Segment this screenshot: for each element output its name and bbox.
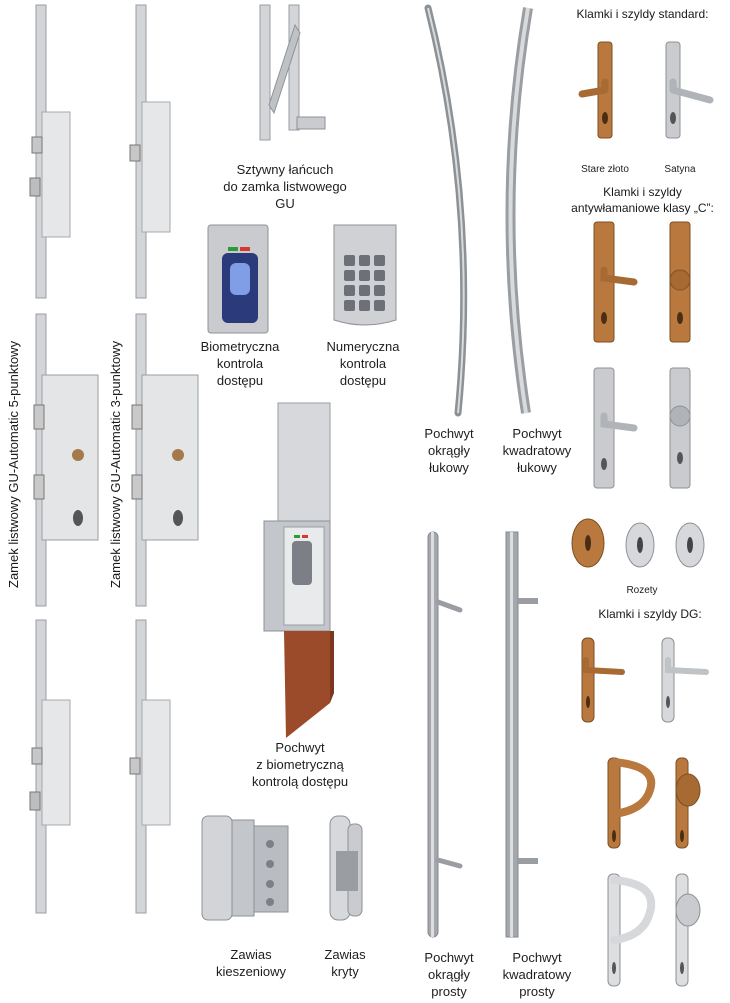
standard-handles-header: Klamki i szyldy standard:: [576, 7, 709, 21]
keypad-key: [374, 270, 385, 281]
straight-square-handle-image: [505, 531, 538, 938]
dg-lever-handles-image: [581, 637, 709, 723]
keypad-key: [344, 255, 355, 266]
rosettes-image: [571, 518, 705, 568]
satin-label: Satyna: [664, 164, 696, 175]
keypad-key: [344, 270, 355, 281]
hidden-hinge-image: [329, 815, 363, 921]
handle-old-gold-image: [578, 41, 613, 139]
rosettes-label: Rozety: [626, 585, 658, 596]
biometric-handle-image: [263, 402, 334, 738]
chain-image: [259, 4, 326, 141]
arc-square-handle-image: [505, 7, 533, 414]
dg-silver-pull-handles-image: [607, 873, 701, 987]
lock-3-point-label: Zamek listwowy GU-Automatic 3-punktowy: [108, 340, 123, 588]
old-gold-label: Stare złoto: [581, 164, 629, 175]
keypad-key: [359, 300, 370, 311]
keypad-key: [359, 285, 370, 296]
keypad-key: [359, 270, 370, 281]
keypad-key: [344, 300, 355, 311]
keypad-key: [374, 285, 385, 296]
keypad-key: [374, 300, 385, 311]
pocket-hinge-image: [201, 815, 289, 921]
lock-5-point-label: Zamek listwowy GU-Automatic 5-punktowy: [6, 340, 21, 588]
class-c-gold-handles-image: [593, 221, 691, 343]
keypad-key: [374, 255, 385, 266]
handle-satin-image: [665, 41, 714, 139]
keypad-image: [333, 224, 397, 326]
dg-handles-header: Klamki i szyldy DG:: [598, 607, 702, 621]
keypad-key: [359, 255, 370, 266]
class-c-satin-handles-image: [593, 367, 691, 489]
biometric-reader-image: [207, 224, 269, 334]
keypad-key: [344, 285, 355, 296]
dg-gold-pull-handles-image: [607, 757, 701, 849]
straight-round-handle-image: [427, 531, 463, 938]
arc-round-handle-image: [424, 4, 468, 417]
